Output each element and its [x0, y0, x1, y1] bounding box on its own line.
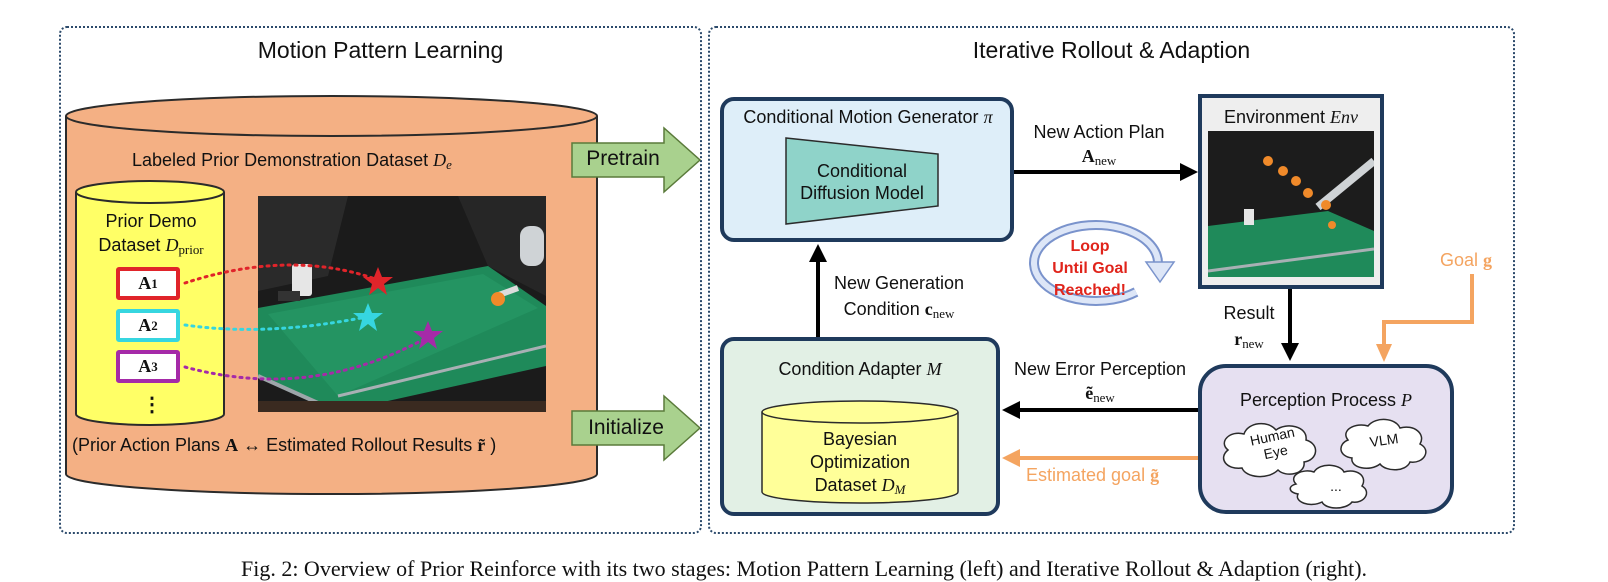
perception-clouds: [1222, 418, 1427, 509]
cloud-human-eye-icon: [1222, 422, 1317, 478]
diffusion-model-trapezoid: [785, 137, 939, 225]
pretrain-label: Pretrain: [586, 147, 660, 170]
action-plan-arrow: [1014, 163, 1198, 181]
diffusion-model-label: Conditional Diffusion Model: [800, 161, 924, 203]
labeled-dataset-label: Labeled Prior Demonstration Dataset De: [132, 150, 452, 173]
goal-arrow: [1376, 274, 1474, 362]
prior-demo-title: Prior Demo Dataset Dprior: [98, 211, 204, 258]
trajectory-overlay: [183, 263, 443, 381]
error-perception-arrow: [1002, 401, 1200, 419]
bayesian-dataset-label: Bayesian Optimization Dataset DM: [809, 429, 911, 498]
loop-label: Loop Until Goal Reached!: [1052, 238, 1128, 299]
star-purple-icon: [413, 321, 443, 349]
new-error-perception-label: New Error Perception ẽnew: [1013, 359, 1187, 406]
loop-arrow-icon: [1029, 219, 1176, 306]
initialize-arrow: [571, 394, 702, 462]
new-generation-label: New Generation Condition cnew: [833, 273, 965, 322]
more-actions-ellipsis: ⋮: [142, 394, 162, 416]
cloud-more-icon: [1289, 464, 1368, 509]
estimated-goal-arrow: [1002, 449, 1200, 467]
robot-table-photo: [258, 196, 546, 412]
star-cyan-icon: [353, 303, 383, 331]
generation-condition-arrow: [809, 244, 827, 338]
figure-caption: Fig. 2: Overview of Prior Reinforce with…: [240, 556, 1368, 581]
left-panel-frame: [59, 26, 702, 534]
environment-photo: [1208, 131, 1374, 277]
condition-adapter-title: Condition Adapter M: [778, 359, 942, 379]
initialize-label: Initialize: [588, 416, 664, 439]
motion-generator-title: Conditional Motion Generator π: [743, 107, 993, 127]
environment-title: Environment Env: [1223, 107, 1359, 127]
right-panel-frame: [708, 26, 1515, 534]
left-panel-title: Motion Pattern Learning: [257, 37, 504, 63]
perception-process-title: Perception Process P: [1239, 390, 1413, 410]
cloud-more-label: ...: [1330, 478, 1342, 494]
bayesian-dataset-cylinder: [761, 400, 959, 504]
new-action-plan-label: New Action Plan Anew: [1033, 122, 1165, 169]
prior-pairs-caption: (Prior Action Plans A ↔ Estimated Rollou…: [72, 435, 497, 455]
right-panel-title: Iterative Rollout & Adaption: [972, 37, 1251, 63]
goal-label: Goal g: [1440, 250, 1493, 270]
star-red-icon: [363, 267, 393, 295]
result-label: Result rnew: [1223, 303, 1275, 352]
cloud-vlm-icon: [1340, 418, 1427, 471]
result-arrow: [1281, 289, 1299, 361]
pretrain-arrow: [571, 126, 702, 194]
estimated-goal-label: Estimated goal g̃: [1026, 465, 1160, 485]
